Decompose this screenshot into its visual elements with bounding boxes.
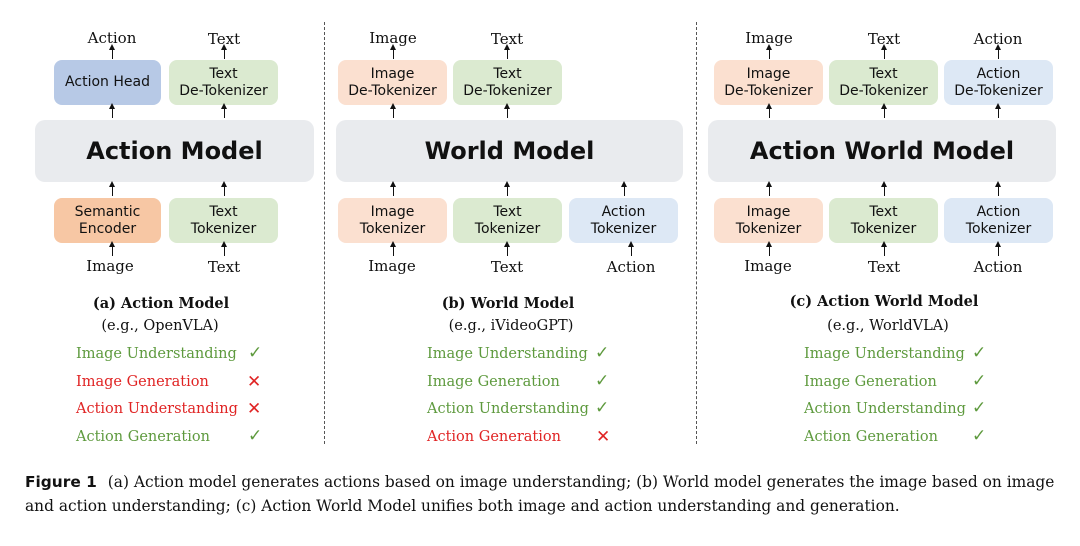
- check-icon: ✓: [248, 426, 263, 446]
- panel-divider: [324, 22, 325, 444]
- input-label-image: Image: [86, 257, 134, 275]
- arrow-up: [504, 103, 510, 118]
- output-label-text: Text: [867, 30, 901, 48]
- text-detokenizer-box: Text De-Tokenizer: [453, 60, 562, 105]
- arrow-up: [881, 103, 887, 118]
- text-tokenizer-box: Text Tokenizer: [829, 198, 938, 243]
- check-icon: ✓: [595, 371, 610, 391]
- output-label-text: Text: [207, 30, 241, 48]
- arrow-up: [766, 241, 772, 256]
- action-head-box: Action Head: [54, 60, 161, 105]
- caption-text: (a) Action model generates actions based…: [25, 473, 1055, 515]
- output-label-image: Image: [745, 29, 793, 47]
- arrow-up: [995, 103, 1001, 118]
- input-label-text: Text: [867, 258, 901, 276]
- arrow-up: [621, 181, 627, 196]
- input-label-image: Image: [368, 257, 416, 275]
- arrow-up: [109, 44, 115, 59]
- arrow-up: [221, 181, 227, 196]
- check-icon: ✓: [972, 426, 987, 446]
- arrow-up: [504, 241, 510, 256]
- input-label-text: Text: [490, 258, 524, 276]
- image-detokenizer-box: Image De-Tokenizer: [714, 60, 823, 105]
- capability-label: Image Generation: [804, 374, 937, 390]
- arrow-up: [881, 181, 887, 196]
- arrow-up: [390, 241, 396, 256]
- arrow-up: [995, 181, 1001, 196]
- image-tokenizer-box: Image Tokenizer: [338, 198, 447, 243]
- figure-label: Figure 1: [25, 473, 97, 491]
- input-label-action: Action: [606, 258, 656, 276]
- arrow-up: [766, 44, 772, 59]
- semantic-encoder-box: Semantic Encoder: [54, 198, 161, 243]
- capability-label: Image Generation: [427, 374, 560, 390]
- capability-label: Action Generation: [804, 429, 938, 445]
- cross-icon: ✕: [596, 427, 611, 447]
- arrow-up: [628, 241, 634, 256]
- text-detokenizer-box: Text De-Tokenizer: [169, 60, 278, 105]
- arrow-up: [109, 241, 115, 256]
- capability-label: Action Understanding: [427, 401, 589, 417]
- arrow-up: [881, 44, 887, 59]
- arrow-up: [995, 44, 1001, 59]
- capability-label: Action Understanding: [76, 401, 238, 417]
- arrow-up: [390, 181, 396, 196]
- action-world-model-box: Action World Model: [708, 120, 1056, 182]
- arrow-up: [995, 241, 1001, 256]
- panel-example: (e.g., iVideoGPT): [448, 318, 574, 334]
- arrow-up: [109, 181, 115, 196]
- arrow-up: [766, 103, 772, 118]
- panel-title: (c) Action World Model: [789, 293, 979, 310]
- capability-label: Action Understanding: [804, 401, 966, 417]
- capability-label: Action Generation: [427, 429, 561, 445]
- capability-label: Image Generation: [76, 374, 209, 390]
- text-tokenizer-box: Text Tokenizer: [453, 198, 562, 243]
- action-tokenizer-box: Action Tokenizer: [569, 198, 678, 243]
- check-icon: ✓: [248, 343, 263, 363]
- arrow-up: [766, 181, 772, 196]
- arrow-up: [504, 44, 510, 59]
- check-icon: ✓: [972, 343, 987, 363]
- output-label-action: Action: [973, 30, 1023, 48]
- check-icon: ✓: [972, 371, 987, 391]
- text-detokenizer-box: Text De-Tokenizer: [829, 60, 938, 105]
- capability-label: Image Understanding: [427, 346, 588, 362]
- input-label-text: Text: [207, 258, 241, 276]
- output-label-action: Action: [87, 29, 137, 47]
- arrow-up: [109, 103, 115, 118]
- arrow-up: [221, 103, 227, 118]
- arrow-up: [390, 44, 396, 59]
- arrow-up: [881, 241, 887, 256]
- panel-title: (b) World Model: [441, 295, 575, 312]
- image-detokenizer-box: Image De-Tokenizer: [338, 60, 447, 105]
- image-tokenizer-box: Image Tokenizer: [714, 198, 823, 243]
- action-model-box: Action Model: [35, 120, 314, 182]
- check-icon: ✓: [595, 343, 610, 363]
- arrow-up: [504, 181, 510, 196]
- text-tokenizer-box: Text Tokenizer: [169, 198, 278, 243]
- action-detokenizer-box: Action De-Tokenizer: [944, 60, 1053, 105]
- action-tokenizer-box: Action Tokenizer: [944, 198, 1053, 243]
- panel-example: (e.g., WorldVLA): [827, 318, 949, 334]
- check-icon: ✓: [595, 398, 610, 418]
- cross-icon: ✕: [247, 372, 262, 392]
- arrow-up: [221, 241, 227, 256]
- panel-title: (a) Action Model: [92, 295, 230, 312]
- panel-divider: [696, 22, 697, 444]
- arrow-up: [221, 44, 227, 59]
- input-label-image: Image: [744, 257, 792, 275]
- arrow-up: [390, 103, 396, 118]
- output-label-text: Text: [490, 30, 524, 48]
- capability-label: Action Generation: [76, 429, 210, 445]
- world-model-box: World Model: [336, 120, 683, 182]
- output-label-image: Image: [369, 29, 417, 47]
- capability-label: Image Understanding: [804, 346, 965, 362]
- input-label-action: Action: [973, 258, 1023, 276]
- cross-icon: ✕: [247, 399, 262, 419]
- figure-caption: Figure 1 (a) Action model generates acti…: [25, 470, 1065, 518]
- check-icon: ✓: [972, 398, 987, 418]
- capability-label: Image Understanding: [76, 346, 237, 362]
- panel-example: (e.g., OpenVLA): [101, 318, 219, 334]
